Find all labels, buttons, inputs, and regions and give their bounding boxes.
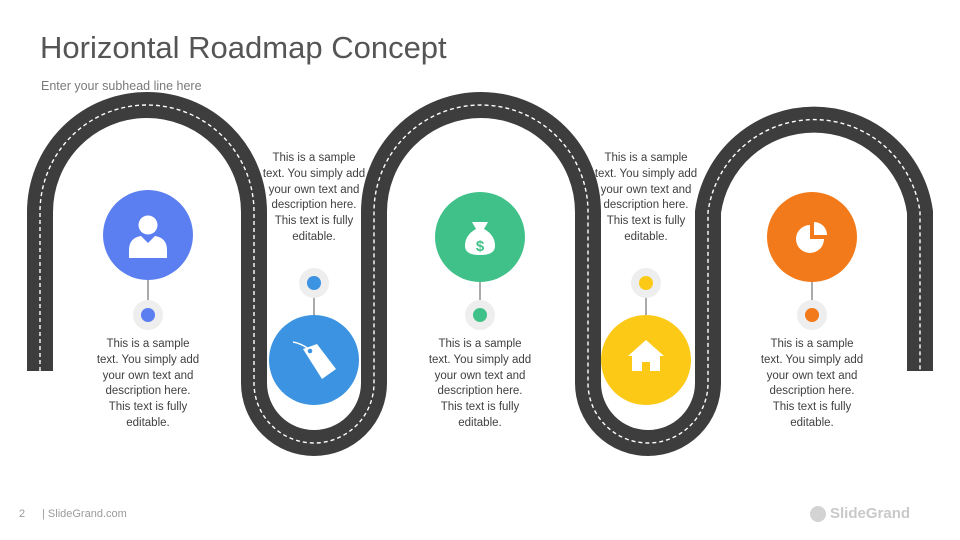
user-icon <box>129 215 167 258</box>
footer-site-link[interactable]: | SlideGrand.com <box>42 508 127 520</box>
milestone-2 <box>269 268 359 405</box>
home-icon <box>628 340 664 371</box>
milestone-4-text: This is a sample text. You simply add yo… <box>594 152 698 243</box>
milestone-1 <box>103 190 193 330</box>
svg-text:$: $ <box>476 238 485 255</box>
milestone-5 <box>767 192 857 330</box>
milestone-1-dot <box>141 308 155 322</box>
price-tag-icon <box>292 341 336 379</box>
milestone-1-text: This is a sample text. You simply add yo… <box>96 338 200 429</box>
milestone-4 <box>601 268 691 405</box>
milestone-3-text: This is a sample text. You simply add yo… <box>428 338 532 429</box>
milestone-2-dot <box>307 276 321 290</box>
milestone-5-circle <box>767 192 857 282</box>
milestone-1-circle <box>103 190 193 280</box>
page-number: 2 <box>19 508 26 520</box>
page-subhead: Enter your subhead line here <box>41 79 202 93</box>
milestone-5-dot <box>805 308 819 322</box>
milestone-3-dot <box>473 308 487 322</box>
pie-chart-icon <box>796 222 827 253</box>
milestone-5-text: This is a sample text. You simply add yo… <box>760 338 864 429</box>
page-title: Horizontal Roadmap Concept <box>40 30 447 65</box>
money-bag-icon: $ <box>465 222 495 255</box>
brand-mark-icon <box>810 505 826 522</box>
milestone-2-text: This is a sample text. You simply add yo… <box>262 152 366 243</box>
milestone-3: $ <box>435 192 525 330</box>
brand-logo: SlideGrand <box>810 505 910 522</box>
milestone-4-dot <box>639 276 653 290</box>
brand-name: SlideGrand <box>830 505 911 522</box>
